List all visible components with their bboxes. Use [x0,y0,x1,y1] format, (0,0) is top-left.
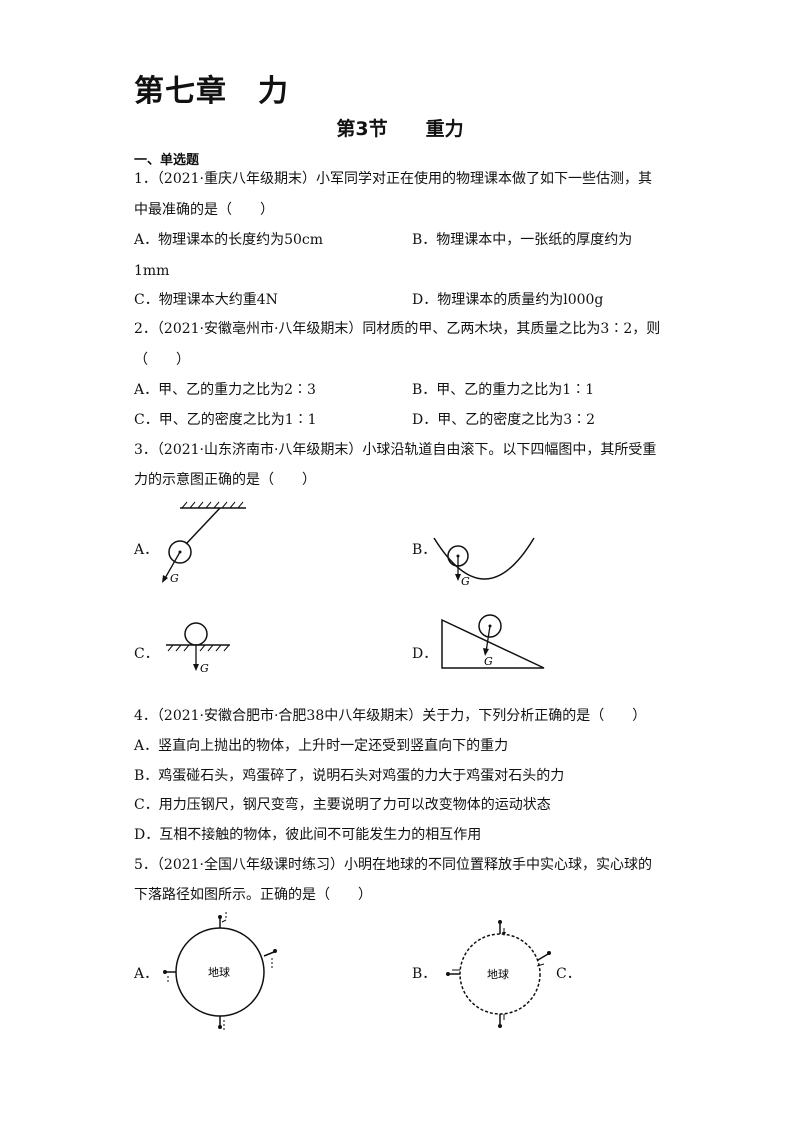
q5-figure-b-earth-label: 地球 [487,967,509,981]
q3-figure-b: G [433,537,535,588]
q5-stem-line1: 5．（2021·全国八年级课时练习）小明在地球的不同位置释放手中实心球，实心球的 [134,857,652,873]
q3-stem-line1: 3．（2021·山东济南市·八年级期末）小球沿轨道自由滚下。以下四幅图中，其所受… [134,442,657,458]
q2-option-c: C．甲、乙的密度之比为1∶1 [134,412,317,428]
q3-figure-a-g-label: G [170,572,179,585]
q3-figure-d-g-label: G [484,655,493,668]
q2-option-d: D．甲、乙的密度之比为3∶2 [412,412,596,428]
section-heading: 一、单选题 [134,153,200,168]
q3-figure-b-g-label: G [461,575,470,588]
q3-option-b-label: B． [412,542,437,558]
q3-figure-c: G [166,622,230,675]
q5-option-a-label: A． [134,966,159,982]
q4-stem: 4．（2021·安徽合肥市·合肥38中八年级期末）关于力，下列分析正确的是（ ） [134,708,647,724]
q3-stem-line2: 力的示意图正确的是（ ） [134,472,316,488]
q2-stem-line1: 2．（2021·安徽亳州市·八年级期末）同材质的甲、乙两木块，其质量之比为3∶2… [134,321,661,337]
q1-option-c: C．物理课本大约重4N [134,292,278,308]
q5-option-c-label: C． [556,966,581,982]
chapter-title: 第七章 力 [134,74,289,109]
q3-option-d-label: D． [412,646,438,662]
q4-option-b: B．鸡蛋碰石头，鸡蛋碎了，说明石头对鸡蛋的力大于鸡蛋对石头的力 [134,768,565,784]
q1-option-a: A．物理课本的长度约为50cm [134,232,324,248]
q5-figure-b: 地球 [446,920,551,1028]
q3-option-c-label: C． [134,646,159,662]
q2-option-b: B．甲、乙的重力之比为1∶1 [412,382,595,398]
q1-stem-line2: 中最准确的是（ ） [134,202,274,218]
q4-option-c: C．用力压钢尺，钢尺变弯，主要说明了力可以改变物体的运动状态 [134,797,551,813]
q3-figure-a: G [162,501,246,585]
q1-option-b-cont: 1mm [134,263,170,279]
q5-stem-line2: 下落路径如图所示。正确的是（ ） [134,887,372,903]
section-title: 第3节 重力 [336,118,464,140]
q1-option-d: D．物理课本的质量约为l000g [412,292,604,308]
q1-stem-line1: 1．（2021·重庆八年级期末）小军同学对正在使用的物理课本做了如下一些估测，其 [134,171,652,187]
q4-option-d: D．互相不接触的物体，彼此间不可能发生力的相互作用 [134,827,482,843]
q5-figure-a: 地球 [163,912,277,1030]
q5-figure-a-earth-label: 地球 [208,965,230,979]
q2-option-a: A．甲、乙的重力之比为2∶3 [134,382,316,398]
q3-figure-d: G [441,614,545,669]
q3-figure-c-g-label: G [200,662,209,675]
q3-option-a-label: A． [134,542,159,558]
q4-option-a: A．竖直向上抛出的物体，上升时一定还受到竖直向下的重力 [134,738,509,754]
q2-stem-line2: （ ） [134,352,190,368]
q1-option-b: B．物理课本中，一张纸的厚度约为 [412,232,633,248]
q5-option-b-label: B． [412,966,437,982]
